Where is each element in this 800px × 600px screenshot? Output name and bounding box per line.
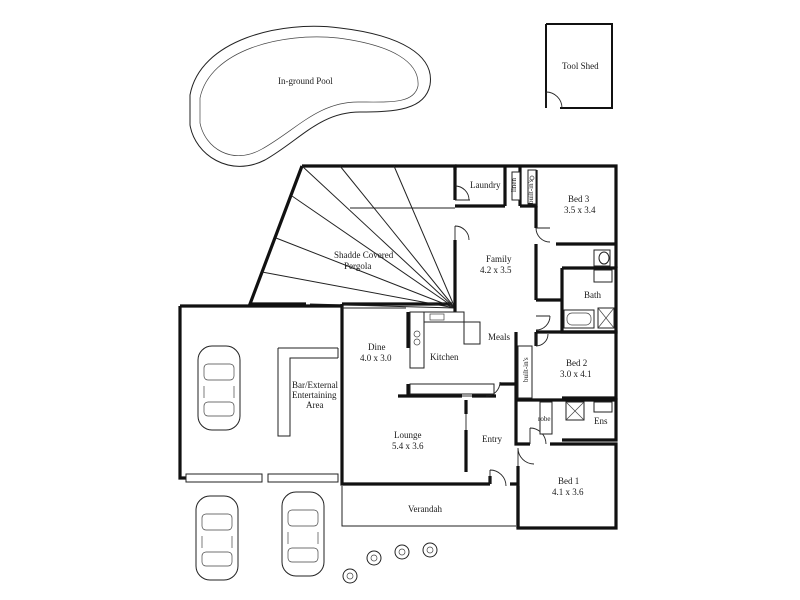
dine-size: 4.0 x 3.0 (360, 353, 392, 363)
linen-label: linen (510, 178, 518, 192)
laundry-label: Laundry (470, 180, 501, 190)
meals-label: Meals (488, 332, 510, 342)
shrub-icon (342, 542, 438, 584)
lounge-size: 5.4 x 3.6 (392, 441, 424, 451)
bar-label-1: Bar/External (292, 380, 338, 390)
bed2-label: Bed 2 (566, 358, 587, 368)
bed2-builtins-label: built-in's (522, 357, 530, 382)
entry-label: Entry (482, 434, 502, 444)
bar-label-2: Entertaining (292, 390, 337, 400)
bed2-size: 3.0 x 4.1 (560, 369, 592, 379)
car-icon (197, 345, 241, 431)
bed3-size: 3.5 x 3.4 (564, 205, 596, 215)
pergola: Shadde Covered Pergola (247, 164, 457, 309)
pergola-label-2: Pergola (344, 261, 371, 271)
fixtures (342, 169, 615, 435)
bed3-label: Bed 3 (568, 194, 590, 204)
kitchen-label: Kitchen (430, 352, 459, 362)
tool-shed: Tool Shed (545, 23, 613, 109)
pergola-label-1: Shadde Covered (334, 250, 394, 260)
verandah: Verandah (341, 486, 516, 527)
doors (454, 185, 605, 487)
robe-label: robe (538, 415, 550, 423)
bar-label-3: Area (306, 400, 324, 410)
family-label: Family (486, 254, 512, 264)
bed1-label: Bed 1 (558, 476, 579, 486)
car-icon (281, 491, 325, 577)
room-labels: Laundry linen built-in's Bed 3 3.5 x 3.4… (360, 178, 608, 497)
bed1-size: 4.1 x 3.6 (552, 487, 584, 497)
bath-label: Bath (584, 290, 601, 300)
tool-shed-label: Tool Shed (562, 61, 599, 71)
car-icon (195, 495, 239, 581)
lounge-label: Lounge (394, 430, 422, 440)
verandah-label: Verandah (408, 504, 442, 514)
pool-label: In-ground Pool (278, 76, 333, 86)
garage: Bar/External Entertaining Area (178, 304, 342, 483)
house-walls (340, 164, 618, 530)
family-size: 4.2 x 3.5 (480, 265, 512, 275)
ens-label: Ens (594, 416, 608, 426)
pool: In-ground Pool (189, 25, 431, 167)
bed3-builtins-label: built-in's (527, 179, 535, 204)
dine-label: Dine (368, 342, 386, 352)
